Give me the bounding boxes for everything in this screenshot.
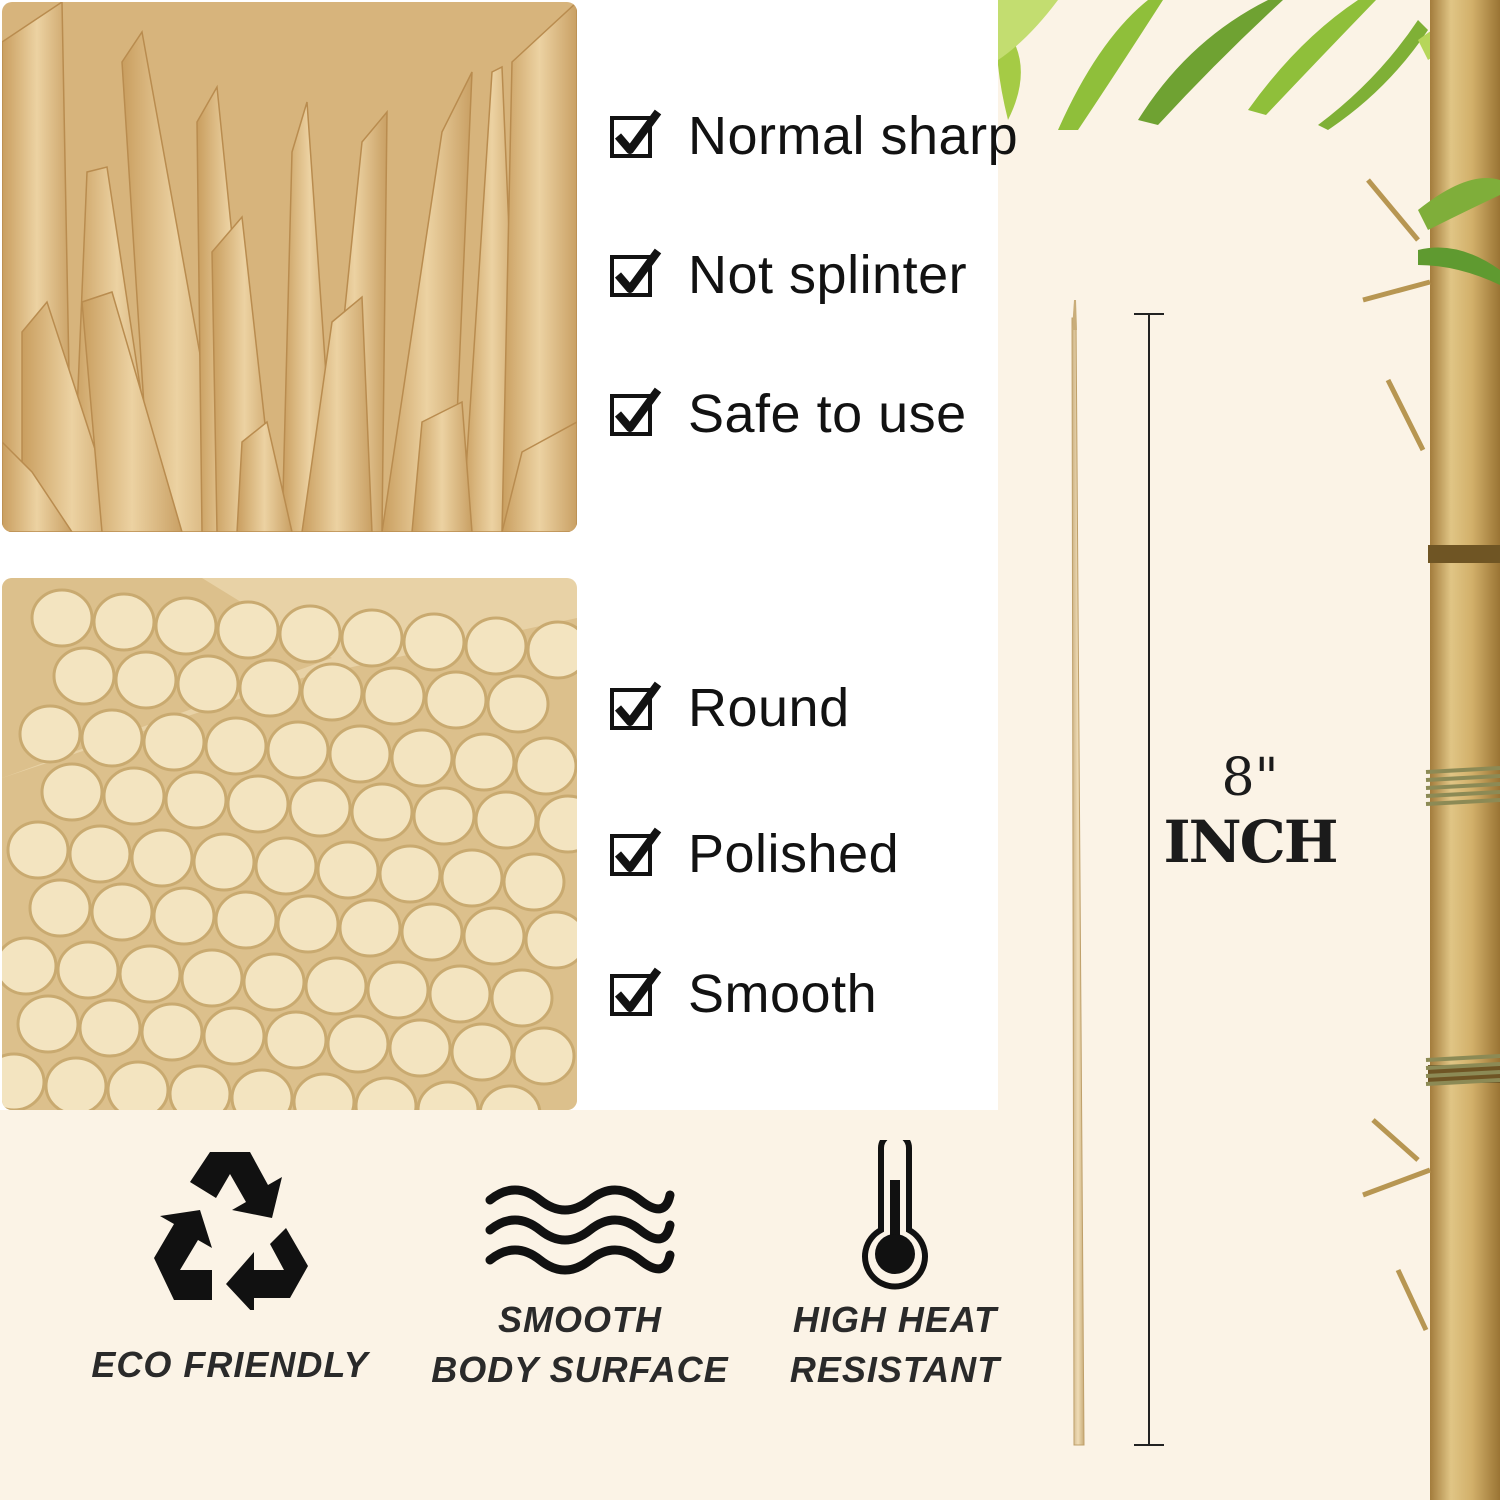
feature-not-splinter: Not splinter xyxy=(610,245,967,305)
recycle-icon xyxy=(70,1140,390,1310)
bamboo-decoration xyxy=(998,0,1500,1500)
sharp-tips-photo xyxy=(2,2,577,532)
feature-label: Not splinter xyxy=(688,245,968,305)
badge-heat-line2: RESISTANT xyxy=(789,1349,1001,1390)
feature-label: Smooth xyxy=(688,964,878,1024)
badge-smooth-surface: SMOOTH BODY SURFACE xyxy=(420,1140,740,1420)
length-unit: INCH xyxy=(1163,808,1338,876)
thermometer-icon xyxy=(735,1140,1055,1310)
checkbox-icon xyxy=(610,387,662,436)
checkbox-icon xyxy=(610,248,662,297)
feature-safe-to-use: Safe to use xyxy=(610,384,967,444)
badge-smooth-line2: BODY SURFACE xyxy=(431,1349,729,1390)
badge-heat-resistant: HIGH HEAT RESISTANT xyxy=(735,1140,1055,1420)
badge-smooth-line1: SMOOTH xyxy=(498,1299,662,1340)
feature-normal-sharp: Normal sharp xyxy=(610,106,1018,166)
length-value: 8" xyxy=(1221,748,1279,808)
waves-icon xyxy=(420,1140,740,1310)
feature-label: Round xyxy=(688,678,850,738)
checkbox-icon xyxy=(610,967,662,1016)
feature-smooth: Smooth xyxy=(610,964,877,1024)
feature-polished: Polished xyxy=(610,824,899,884)
feature-label: Polished xyxy=(688,824,900,884)
round-ends-photo xyxy=(2,578,577,1110)
checkbox-icon xyxy=(610,827,662,876)
checkbox-icon xyxy=(610,681,662,730)
badge-eco-friendly: ECO FRIENDLY xyxy=(70,1140,390,1420)
feature-checklist: Normal sharp Not splinter Safe to use Ro… xyxy=(610,0,1018,1110)
checkbox-icon xyxy=(610,109,662,158)
feature-round: Round xyxy=(610,678,850,738)
badge-eco-line1: ECO FRIENDLY xyxy=(91,1344,369,1385)
feature-label: Normal sharp xyxy=(688,106,1019,166)
feature-label: Safe to use xyxy=(688,384,967,444)
badge-heat-line1: HIGH HEAT xyxy=(792,1299,998,1340)
